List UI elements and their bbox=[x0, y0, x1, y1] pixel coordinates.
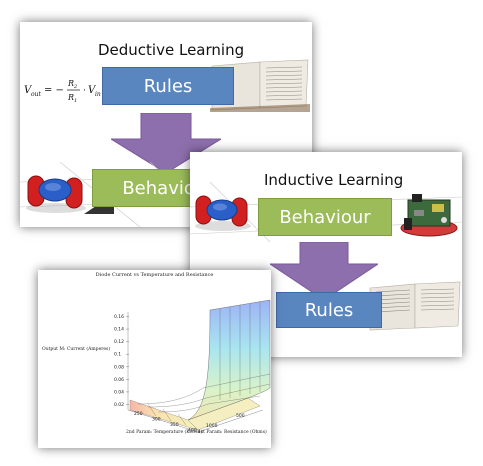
x-tick-label: 1000 bbox=[206, 423, 218, 429]
deductive-learning-slide: Deductive Learning V out = − R 2 R 1 · V… bbox=[20, 22, 312, 227]
behaviour-box: Behaviour bbox=[258, 198, 392, 236]
robot-image bbox=[192, 190, 254, 232]
real-robot-photo bbox=[398, 190, 460, 238]
voltage-divider-formula: V out = − R 2 R 1 · V in bbox=[24, 74, 114, 104]
y-axis-line bbox=[127, 409, 199, 433]
y-tick-label: 400 bbox=[188, 428, 197, 434]
z-tick-label: 0.04 bbox=[114, 389, 124, 395]
down-arrow bbox=[268, 241, 380, 301]
deductive-title: Deductive Learning bbox=[98, 41, 245, 59]
svg-text:V: V bbox=[88, 85, 97, 96]
z-tick-label: 0.06 bbox=[114, 377, 124, 383]
z-tick-label: 0.08 bbox=[114, 364, 124, 370]
inductive-title: Inductive Learning bbox=[264, 171, 404, 189]
surface-plot-slide: Diode Current vs Temperature and Resista… bbox=[38, 270, 271, 448]
robot-image bbox=[22, 168, 90, 214]
x-tick-label: 500 bbox=[236, 413, 245, 419]
svg-text:= −: = − bbox=[44, 85, 64, 96]
y-tick-label: 250 bbox=[134, 411, 143, 417]
y-tick-label: 300 bbox=[152, 417, 161, 423]
rules-label: Rules bbox=[143, 75, 193, 97]
behaviour-label: Behaviour bbox=[279, 206, 371, 228]
plot-title: Diode Current vs Temperature and Resista… bbox=[95, 272, 214, 278]
svg-text:in: in bbox=[95, 91, 101, 98]
x-axis-label: 1st Param: Resistance (Ohms) bbox=[198, 430, 267, 435]
z-tick-label: 0.12 bbox=[114, 339, 124, 345]
rules-box: Rules bbox=[102, 67, 234, 105]
rules-label: Rules bbox=[304, 299, 354, 321]
svg-text:·: · bbox=[83, 86, 86, 96]
rules-box: Rules bbox=[276, 292, 382, 328]
z-tick-label: 0.02 bbox=[114, 402, 124, 408]
z-tick-label: 0.1 bbox=[114, 352, 121, 358]
z-tick-label: 0.16 bbox=[114, 314, 124, 320]
z-axis-label: Output M: Current (Amperes) bbox=[42, 347, 111, 352]
svg-text:V: V bbox=[24, 85, 33, 96]
surface-mesh bbox=[137, 302, 271, 426]
x-axis-line bbox=[197, 409, 264, 433]
svg-text:R: R bbox=[67, 93, 74, 102]
surface-wall bbox=[187, 299, 271, 421]
z-tick-label: 0.14 bbox=[114, 327, 124, 333]
svg-text:2: 2 bbox=[73, 84, 77, 90]
open-book-image bbox=[368, 280, 462, 332]
y-axis-label: 2nd Param: Temperature (Kelvin) bbox=[126, 430, 203, 435]
svg-text:1: 1 bbox=[74, 98, 77, 104]
svg-text:out: out bbox=[31, 91, 41, 98]
svg-text:R: R bbox=[67, 79, 74, 88]
y-tick-label: 350 bbox=[170, 422, 179, 428]
surface-plot: 0.16 0.14 0.12 0.1 0.08 0.06 0.04 0.02 250 300 35… bbox=[114, 299, 271, 434]
